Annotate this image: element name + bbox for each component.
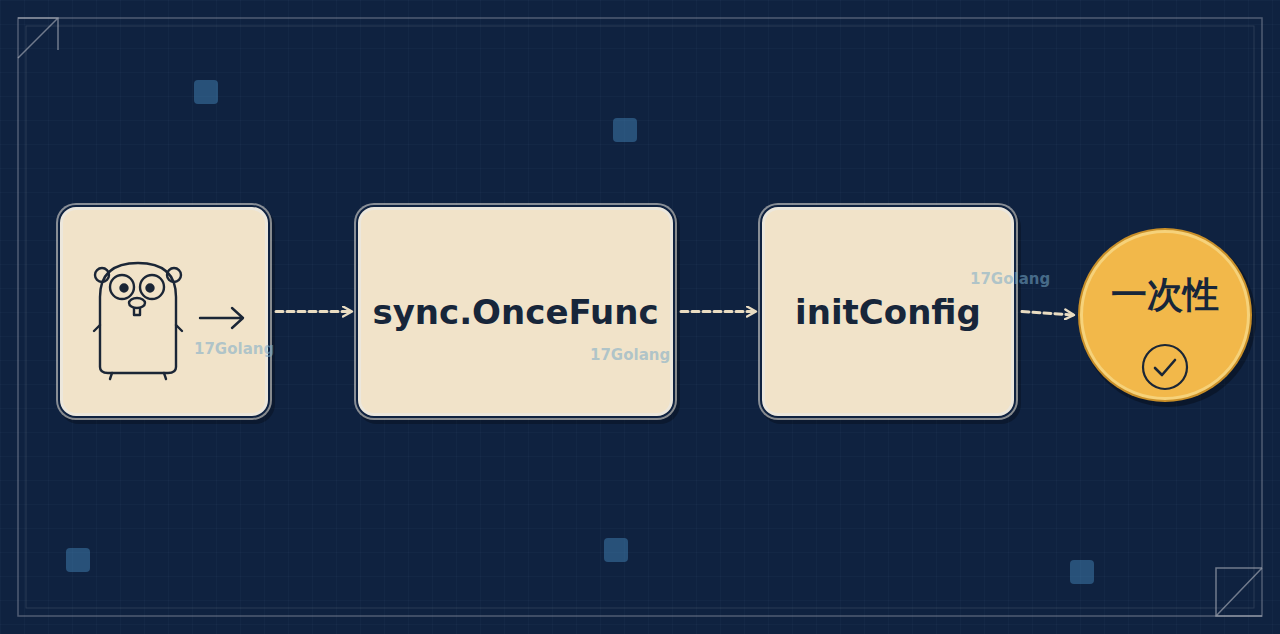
process-box: initConfig bbox=[762, 207, 1014, 416]
check-icon bbox=[1140, 342, 1190, 392]
node-text: 一次性 bbox=[1111, 271, 1219, 320]
corner-mark bbox=[18, 18, 58, 58]
watermark: 17Golang bbox=[970, 270, 1050, 288]
flow-arrow bbox=[681, 310, 756, 313]
gopher-illustration bbox=[60, 207, 268, 416]
frame bbox=[18, 18, 1262, 616]
flow-arrow bbox=[1022, 312, 1074, 316]
result-circle: 一次性 bbox=[1080, 230, 1250, 400]
process-box: sync.OnceFunc bbox=[358, 207, 673, 416]
start-box bbox=[60, 207, 268, 416]
flow-arrow bbox=[276, 310, 352, 313]
node-text: initConfig bbox=[795, 292, 981, 332]
corner-mark bbox=[1216, 568, 1262, 616]
node-text: sync.OnceFunc bbox=[372, 292, 658, 332]
watermark: 17Golang bbox=[590, 346, 670, 364]
watermark: 17Golang bbox=[194, 340, 274, 358]
